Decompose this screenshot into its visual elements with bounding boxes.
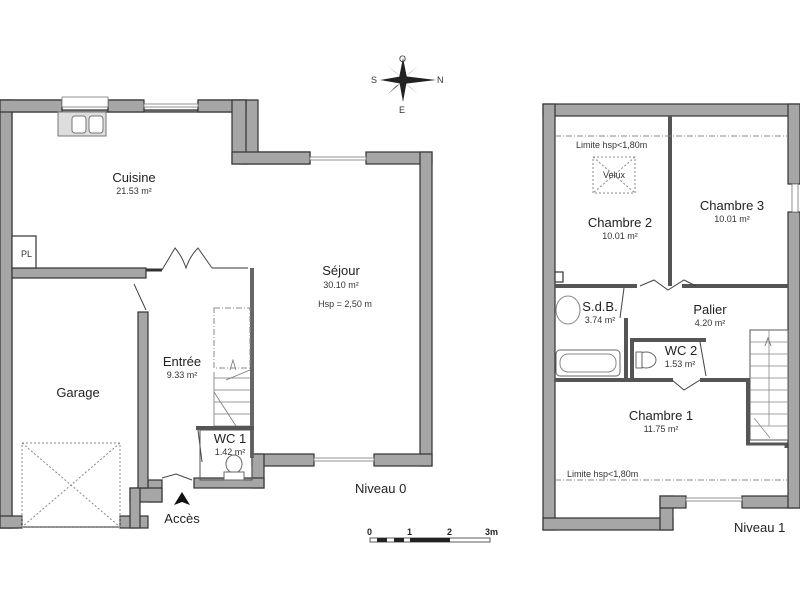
compass-top-label: O [399,54,406,64]
room-label-sdb: S.d.B. [582,299,617,314]
room-label-chambre-3: Chambre 3 [700,198,764,213]
room-area-palier: 4.20 m² [695,318,726,328]
scale-tick-2: 2 [447,527,452,537]
scale-bar: 0 1 2 3m [367,527,498,543]
scale-tick-0: 0 [367,527,372,537]
room-label-pl: PL [21,249,32,259]
level-0-plan: PL [0,96,433,529]
ceiling-height-note: Hsp = 2,50 m [318,299,372,309]
scale-tick-3: 3m [485,527,498,537]
scale-tick-1: 1 [407,527,412,537]
access-arrow-icon [174,492,190,505]
room-area-cuisine: 21.53 m² [116,186,152,196]
room-area-sdb: 3.74 m² [585,315,616,325]
room-area-sejour: 30.10 m² [323,280,359,290]
room-label-chambre-2: Chambre 2 [588,215,652,230]
compass-rose-icon: O S N E [371,54,444,115]
level-1-label: Niveau 1 [734,520,785,535]
compass-right-label: N [437,75,444,85]
room-area-entree: 9.33 m² [167,370,198,380]
room-label-entree: Entrée [163,354,201,369]
compass-left-label: S [371,75,377,85]
room-area-chambre-3: 10.01 m² [714,214,750,224]
room-label-wc2: WC 2 [665,343,698,358]
room-area-chambre-1: 11.75 m² [644,424,679,434]
velux-label: Velux [603,170,626,180]
access-label: Accès [164,511,200,526]
room-label-cuisine: Cuisine [112,170,155,185]
room-label-sejour: Séjour [322,263,360,278]
room-area-wc2: 1.53 m² [665,359,696,369]
annotation-limit-hsp-bottom: Limite hsp<1,80m [567,469,638,479]
annotation-limit-hsp-top: Limite hsp<1,80m [576,140,647,150]
level-1-plan: Limite hsp<1,80m Velux Limite hsp<1,80m … [542,103,800,535]
room-label-palier: Palier [693,302,727,317]
room-label-garage: Garage [56,385,99,400]
compass-bottom-label: E [399,105,405,115]
level-0-label: Niveau 0 [355,481,406,496]
room-label-wc1: WC 1 [214,431,247,446]
room-area-chambre-2: 10.01 m² [602,231,638,241]
room-area-wc1: 1.42 m² [215,447,246,457]
room-label-chambre-1: Chambre 1 [629,408,693,423]
